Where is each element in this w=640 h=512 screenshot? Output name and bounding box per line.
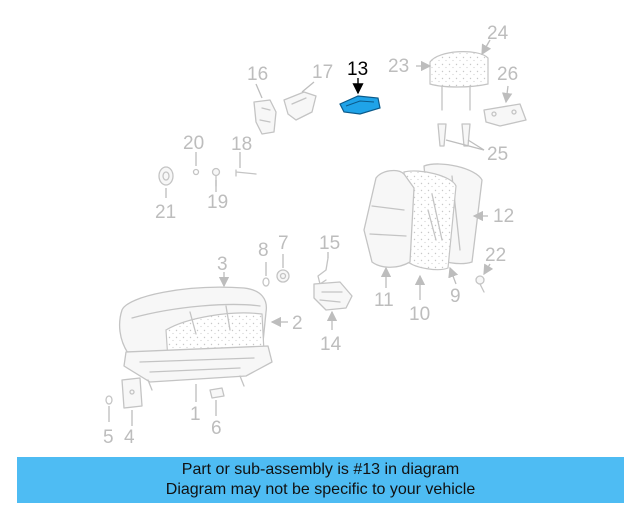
part-16-bracket [253, 99, 277, 135]
leader-lines [108, 39, 513, 426]
label-19: 19 [207, 192, 228, 213]
label-10: 10 [409, 304, 430, 325]
part-22-screw [475, 275, 485, 293]
label-15: 15 [319, 233, 340, 254]
part-15-14-harness [313, 257, 353, 311]
callout-numbers: 16 17 13 23 24 26 20 18 25 21 19 12 15 7… [103, 23, 518, 448]
seat-back-assembly [363, 163, 483, 271]
label-11: 11 [374, 290, 394, 311]
label-8: 8 [258, 240, 269, 261]
seat-frame [123, 345, 273, 391]
label-3: 3 [217, 254, 228, 275]
label-25: 25 [487, 144, 508, 165]
label-21: 21 [155, 202, 176, 223]
label-4: 4 [124, 427, 135, 448]
banner-line-2: Diagram may not be specific to your vehi… [165, 481, 476, 498]
label-18: 18 [231, 134, 252, 155]
small-hardware [158, 166, 257, 187]
part-26-trim [483, 103, 527, 127]
label-23: 23 [388, 56, 409, 77]
label-16: 16 [247, 64, 268, 85]
label-26: 26 [497, 64, 518, 85]
part-13-highlighted [339, 95, 381, 115]
seat-parts-diagram: 16 17 13 23 24 26 20 18 25 21 19 12 15 7… [103, 23, 527, 448]
part-23-headrest [429, 51, 489, 111]
label-6: 6 [211, 418, 222, 439]
info-banner: Part or sub-assembly is #13 in diagram D… [17, 457, 624, 503]
label-1: 1 [190, 404, 201, 425]
label-22: 22 [485, 245, 506, 266]
part-8-7-hardware [262, 269, 290, 287]
label-17: 17 [312, 62, 333, 83]
label-20: 20 [183, 133, 204, 154]
label-13: 13 [347, 59, 368, 80]
label-14: 14 [320, 334, 342, 355]
label-12: 12 [493, 206, 514, 227]
label-24: 24 [487, 23, 509, 44]
label-5: 5 [103, 427, 114, 448]
label-7: 7 [278, 233, 289, 254]
part-17-cover [283, 91, 317, 121]
banner-line-1: Part or sub-assembly is #13 in diagram [181, 461, 460, 478]
part-4-5-6 [105, 377, 225, 409]
label-9: 9 [450, 286, 461, 307]
label-2: 2 [292, 313, 303, 334]
